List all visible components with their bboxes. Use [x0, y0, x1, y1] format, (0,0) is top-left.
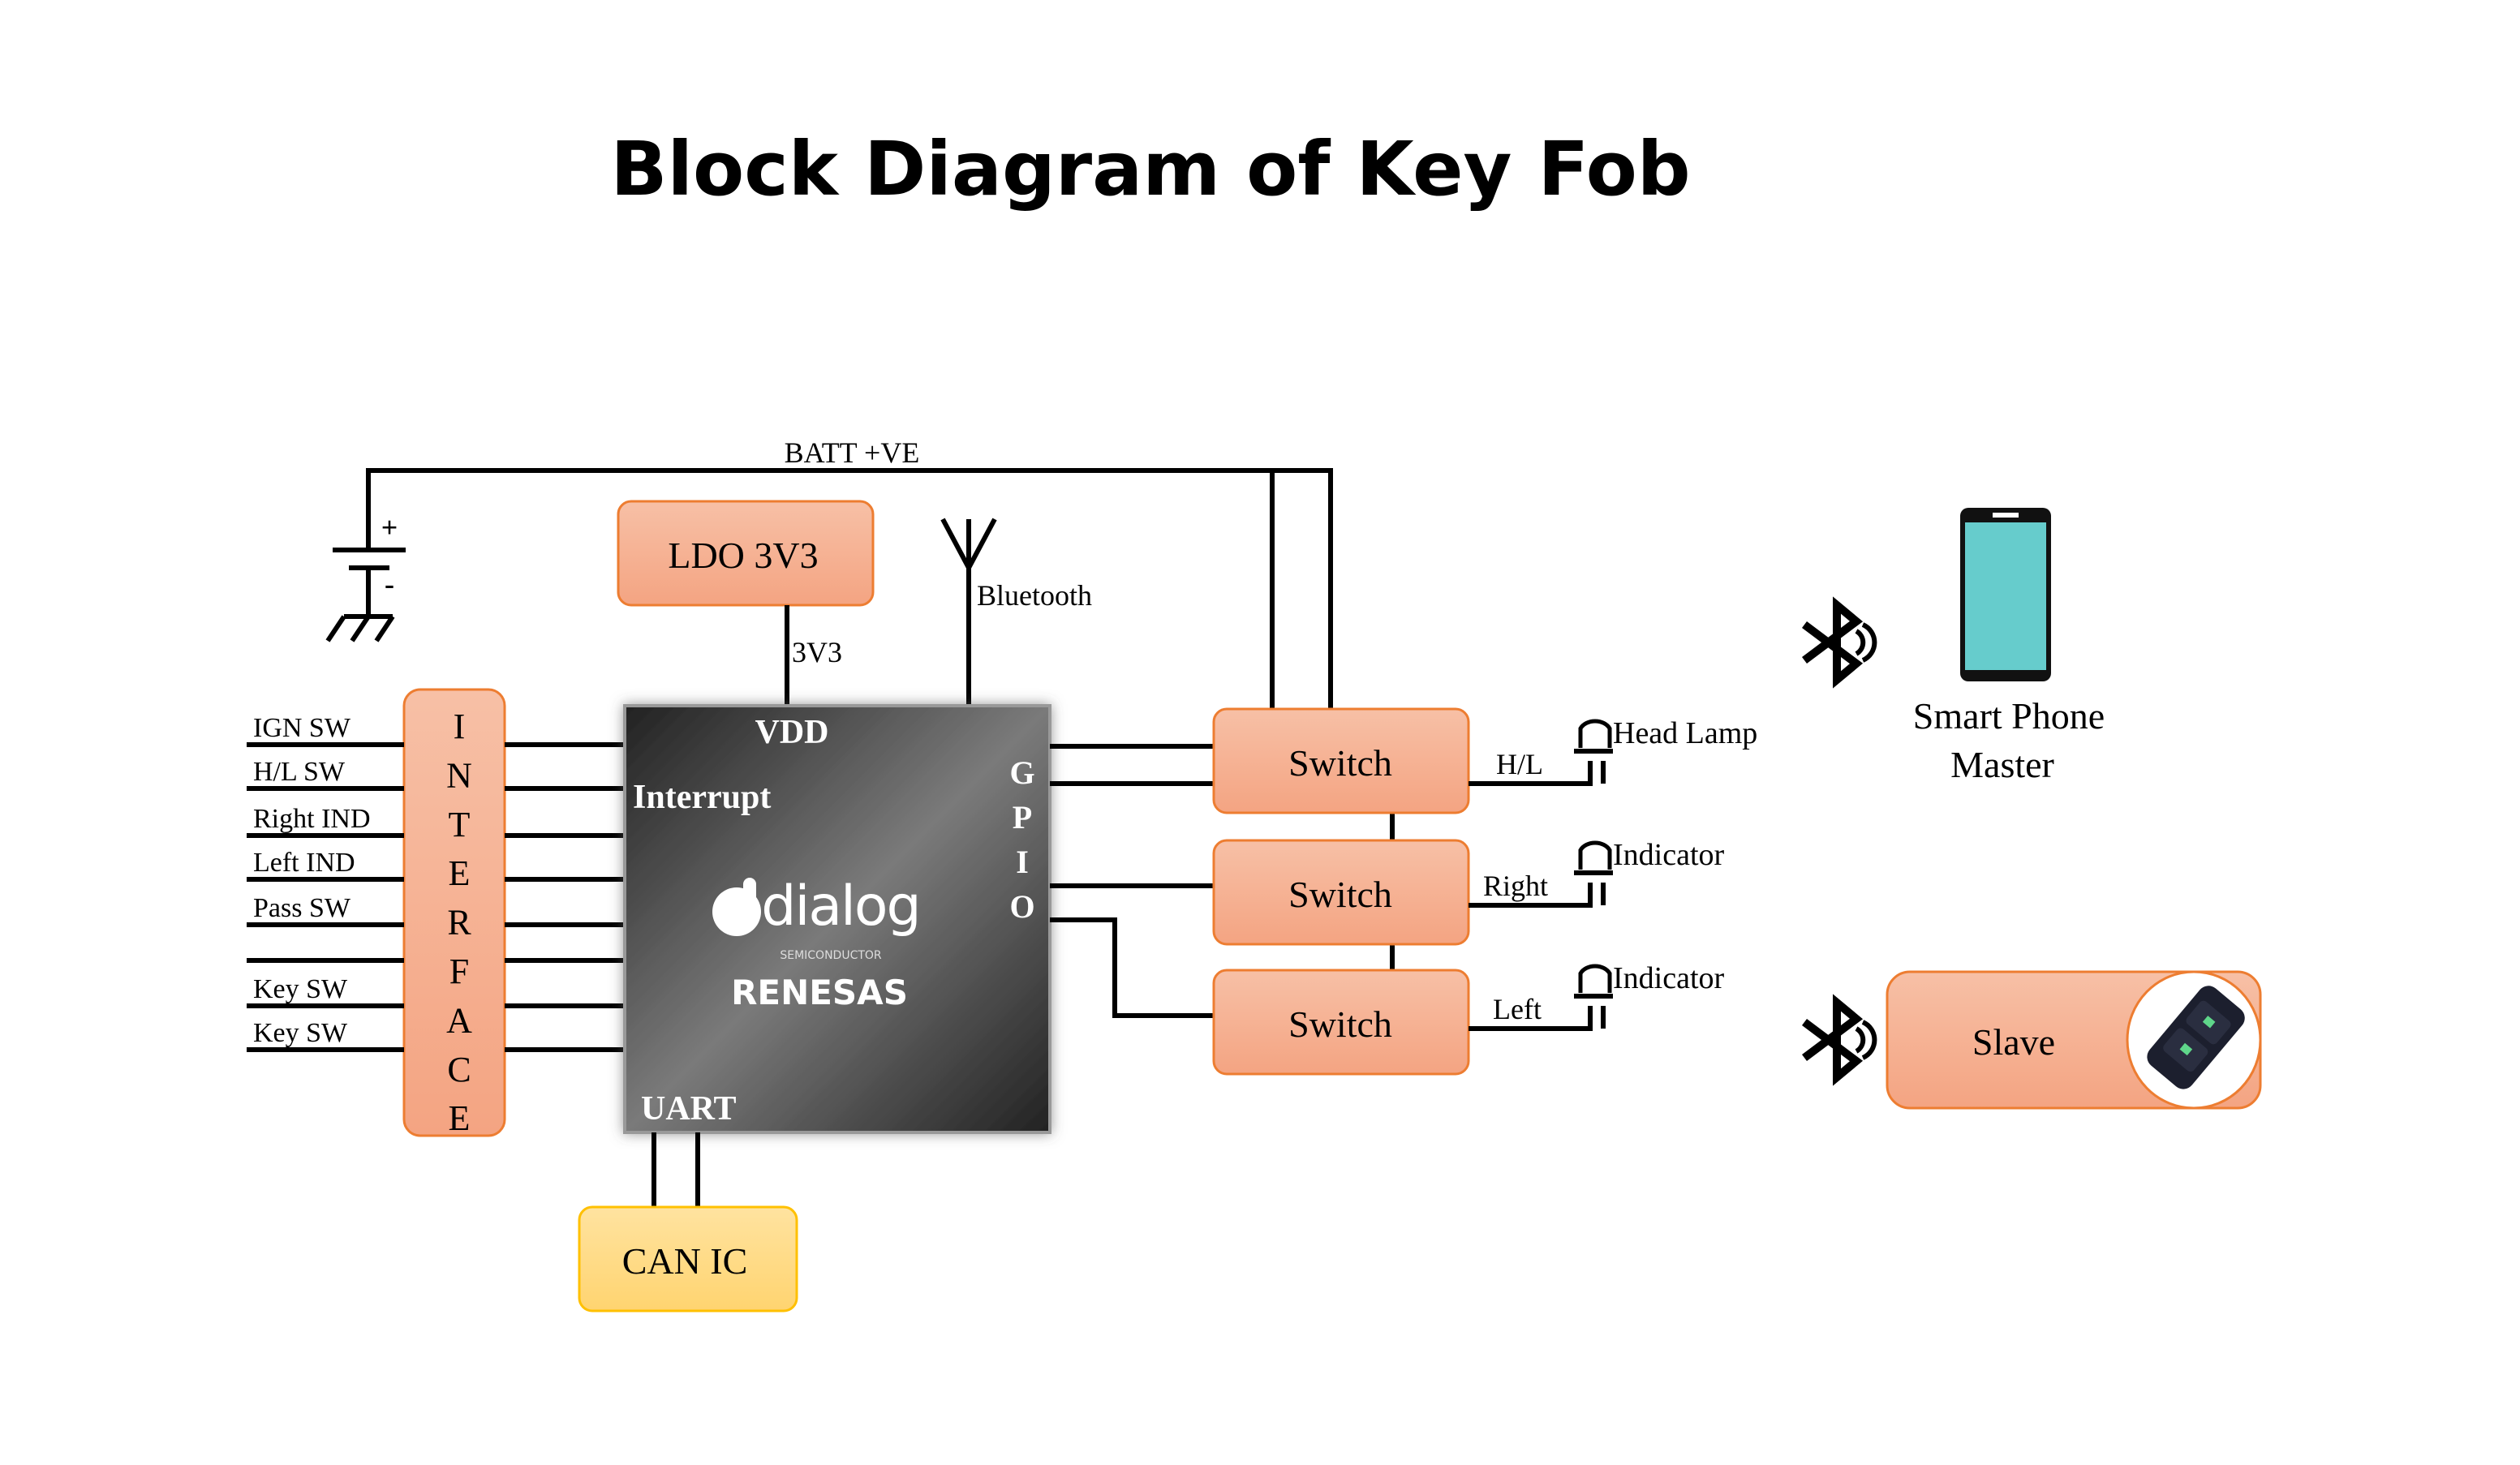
battery-rail: BATT +VE — [366, 436, 1333, 709]
input-label: H/L SW — [253, 757, 346, 787]
interface-letter: I — [454, 707, 466, 746]
antenna-icon: Bluetooth — [940, 518, 1092, 707]
can-ic-block: CAN IC — [578, 1132, 798, 1312]
gpio-letter: O — [1009, 888, 1034, 925]
switch-block: Switch H/L Head Lamp — [1212, 707, 1757, 814]
input-line: Key SW — [247, 974, 625, 1008]
rail-3v3-label: 3V3 — [792, 636, 842, 668]
input-line: Left IND — [247, 848, 625, 882]
interface-letter: F — [449, 952, 469, 991]
key-fob-icon — [2147, 986, 2245, 1089]
ldo-label: LDO 3V3 — [668, 535, 818, 576]
switch-block: Switch Left Indicator — [1212, 961, 1725, 1076]
gpio-letter: I — [1016, 844, 1029, 880]
switch-label: Switch — [1288, 1003, 1392, 1045]
interface-letter: R — [447, 903, 471, 943]
input-label: IGN SW — [253, 713, 351, 743]
load-label: Indicator — [1613, 961, 1725, 995]
gpio-letter: G — [1009, 754, 1034, 791]
input-label: Right IND — [253, 804, 371, 834]
input-line: IGN SW — [247, 713, 625, 747]
interrupt-label: Interrupt — [633, 779, 771, 816]
uart-label: UART — [641, 1090, 737, 1128]
phone-role-label: Master — [1950, 744, 2054, 785]
slave-block: Slave — [1886, 970, 2262, 1110]
interface-letter: E — [449, 853, 471, 893]
input-lines: IGN SW H/L SW Right IND Left IND Pass SW Key … — [247, 713, 625, 1052]
input-label: Pass SW — [253, 893, 351, 923]
load-label: Indicator — [1613, 838, 1725, 872]
bluetooth-icon — [1802, 596, 1877, 689]
bluetooth-icon — [1802, 994, 1877, 1086]
batt-label: BATT +VE — [785, 436, 920, 469]
dialog-logo: dialog SEMICONDUCTOR — [712, 874, 922, 962]
interface-letter: N — [446, 755, 472, 795]
dialog-logo-text: dialog — [761, 874, 919, 939]
interface-letter: T — [449, 805, 471, 844]
gpio-wiring — [1050, 744, 1395, 1018]
battery-plus-label: + — [381, 511, 398, 543]
load-label: Head Lamp — [1613, 716, 1757, 750]
input-label: Key SW — [253, 974, 348, 1004]
input-label: Left IND — [253, 848, 355, 878]
switch-output-label: H/L — [1496, 748, 1543, 780]
input-label: Key SW — [253, 1018, 348, 1048]
battery-minus-label: - — [385, 568, 394, 600]
page-title: Block Diagram of Key Fob — [610, 126, 1690, 213]
input-line: Right IND — [247, 804, 625, 838]
switch-output-label: Left — [1493, 993, 1542, 1025]
interface-letter: A — [446, 1000, 472, 1040]
battery-icon: + - — [333, 511, 406, 617]
interface-letter: C — [447, 1050, 471, 1089]
switch-block: Switch Right Indicator — [1212, 838, 1725, 946]
switch-label: Switch — [1288, 742, 1392, 784]
renesas-logo: RENESAS — [731, 973, 908, 1012]
led-icon — [1574, 840, 1613, 875]
phone-label: Smart Phone — [1913, 695, 2105, 737]
dialog-logo-subtext: SEMICONDUCTOR — [780, 949, 882, 962]
can-label: CAN IC — [622, 1240, 748, 1282]
led-icon — [1574, 964, 1613, 999]
ground-icon — [325, 614, 395, 642]
smartphone-icon — [1960, 508, 2051, 681]
input-line: Key SW — [247, 1018, 625, 1052]
gpio-letter: P — [1013, 799, 1032, 836]
input-line: Pass SW — [247, 893, 625, 927]
led-icon — [1574, 719, 1613, 754]
input-line: H/L SW — [247, 757, 625, 791]
interface-letter: E — [449, 1098, 471, 1138]
antenna-label: Bluetooth — [977, 579, 1092, 612]
ldo-block: LDO 3V3 3V3 — [617, 500, 875, 707]
switch-label: Switch — [1288, 874, 1392, 915]
switch-output-label: Right — [1483, 870, 1548, 902]
slave-label: Slave — [1972, 1021, 2055, 1063]
vdd-label: VDD — [755, 714, 829, 751]
